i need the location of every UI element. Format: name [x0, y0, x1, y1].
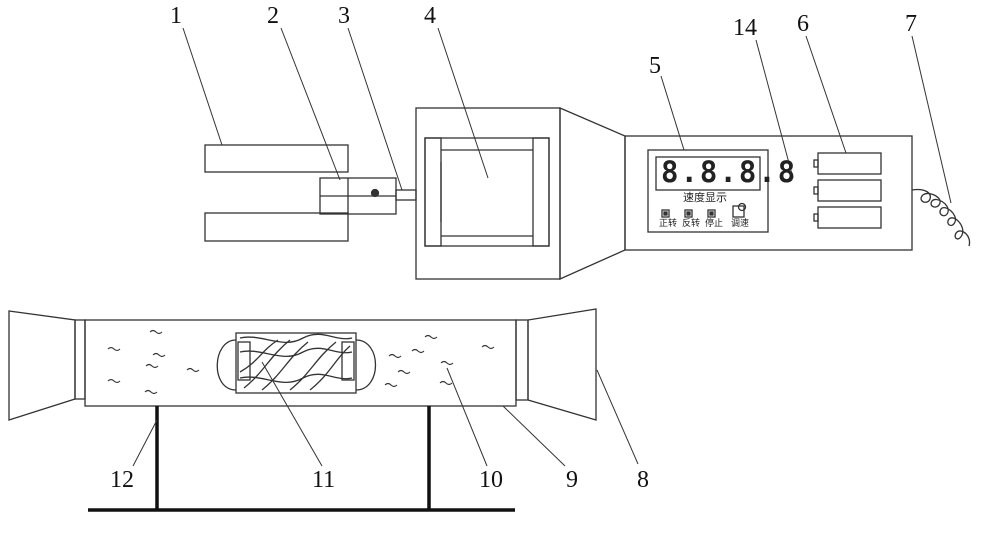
tube-body — [84, 319, 517, 407]
leader-line-12 — [132, 419, 158, 467]
label-2: 2 — [267, 3, 279, 29]
seven-segment-display: 8.8.8.8 — [661, 155, 798, 189]
battery-cells — [813, 152, 882, 229]
label-11: 11 — [312, 467, 336, 493]
gripper-jaws — [204, 144, 349, 242]
support-stand — [88, 406, 515, 512]
label-6: 6 — [797, 11, 809, 37]
leader-lines — [182, 27, 952, 467]
label-1: 1 — [170, 3, 182, 29]
label-5: 5 — [649, 53, 661, 79]
label-8: 8 — [637, 467, 649, 493]
stop-button-label: 停止 — [705, 219, 724, 229]
label-9: 9 — [566, 467, 578, 493]
motor-housing — [415, 107, 561, 280]
reverse-button-label: 反转 — [682, 219, 701, 229]
label-4: 4 — [424, 3, 436, 29]
label-14: 14 — [733, 15, 757, 41]
antenna-coil — [911, 188, 971, 247]
left-end-cone — [8, 310, 86, 421]
speed-display-panel — [647, 149, 769, 233]
connector-block — [319, 177, 397, 215]
forward-button-label: 正转 — [659, 219, 678, 229]
label-10: 10 — [479, 467, 503, 493]
label-12: 12 — [110, 467, 134, 493]
speed-adjust-label: 调速 — [731, 219, 750, 229]
drive-shaft — [395, 189, 417, 201]
helical-rotor — [216, 332, 376, 394]
fluid-wave-marks — [107, 329, 495, 395]
label-3: 3 — [338, 3, 350, 29]
right-end-cone — [515, 308, 597, 421]
label-7: 7 — [905, 11, 917, 37]
speed-display-caption: 速度显示 — [683, 191, 727, 204]
control-box — [559, 107, 913, 281]
